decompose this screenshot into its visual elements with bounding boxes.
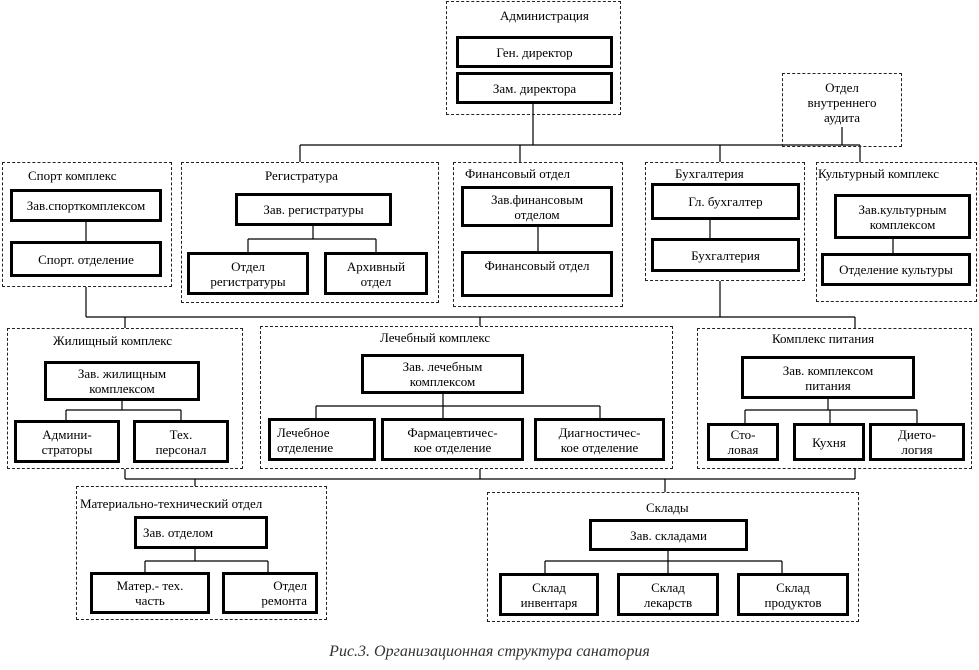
box-accounting-dept: Бухгалтерия <box>651 238 800 272</box>
box-dietology: Дието- логия <box>869 423 965 461</box>
box-tech-staff: Тех. персонал <box>133 420 229 463</box>
group-housing-title: Жилищный комплекс <box>53 333 173 348</box>
group-accounting <box>645 162 805 281</box>
box-culture-dept: Отделение культуры <box>821 253 971 286</box>
group-medical <box>260 326 673 469</box>
box-canteen: Сто- ловая <box>707 423 779 461</box>
group-mto <box>76 486 327 620</box>
box-head-housing: Зав. жилищным комплексом <box>44 361 200 401</box>
box-medical-dept: Лечебное отделение <box>268 418 376 461</box>
box-diag-dept: Диагностичес- кое отделение <box>534 418 665 461</box>
group-culture <box>816 162 977 302</box>
box-head-medical: Зав. лечебным комплексом <box>361 354 524 394</box>
box-pharma-dept: Фармацевтичес- кое отделение <box>381 418 524 461</box>
box-gen-director: Ген. директор <box>456 36 613 68</box>
box-archive-dept: Архивный отдел <box>324 252 428 295</box>
box-head-registry: Зав. регистратуры <box>235 193 392 226</box>
box-mat-tech: Матер.- тех. часть <box>90 572 210 614</box>
group-sport-complex-title: Спорт комплекс <box>28 168 117 183</box>
group-housing <box>7 328 243 469</box>
box-head-finance: Зав.финансовым отделом <box>461 186 613 227</box>
group-sport-complex <box>2 162 172 287</box>
box-head-sport: Зав.спорткомплексом <box>10 189 162 222</box>
group-registry-title: Регистратура <box>265 168 338 183</box>
box-administrators: Админи- страторы <box>14 420 120 463</box>
box-food-wh: Склад продуктов <box>737 573 849 616</box>
box-kitchen: Кухня <box>793 423 865 461</box>
group-internal-audit <box>782 73 902 147</box>
box-finance-dept: Финансовый отдел <box>461 251 613 297</box>
box-registry-dept: Отдел регистратуры <box>187 252 309 295</box>
group-internal-audit-title: Отдел внутреннего аудита <box>807 80 877 125</box>
group-administration <box>446 1 621 115</box>
group-finance-title: Финансовый отдел <box>465 166 570 181</box>
box-repair-dept: Отдел ремонта <box>222 572 318 614</box>
group-catering-title: Комплекс питания <box>772 331 875 346</box>
box-medicine-wh: Склад лекарств <box>617 573 719 616</box>
group-warehouses-title: Склады <box>646 500 689 515</box>
figure-caption: Рис.3. Организационная структура санатор… <box>329 643 650 660</box>
group-registry <box>181 162 439 303</box>
box-chief-accountant: Гл. бухгалтер <box>651 183 800 220</box>
group-mto-title: Материально-технический отдел <box>80 496 263 511</box>
group-catering <box>697 328 972 469</box>
group-administration-title: Администрация <box>500 8 589 23</box>
box-sport-dept: Спорт. отделение <box>10 241 162 277</box>
box-deputy-director: Зам. директора <box>456 72 613 104</box>
group-warehouses <box>487 492 859 622</box>
group-accounting-title: Бухгалтерия <box>675 166 744 181</box>
box-head-mto: Зав. отделом <box>134 516 268 549</box>
group-finance <box>453 162 623 307</box>
group-culture-title: Культурный комплекс <box>818 166 940 181</box>
box-inventory-wh: Склад инвентаря <box>499 573 599 616</box>
box-head-catering: Зав. комплексом питания <box>741 356 915 399</box>
box-head-culture: Зав.культурным комплексом <box>834 194 971 239</box>
box-head-warehouses: Зав. складами <box>589 519 748 551</box>
group-medical-title: Лечебный комплекс <box>380 330 491 345</box>
